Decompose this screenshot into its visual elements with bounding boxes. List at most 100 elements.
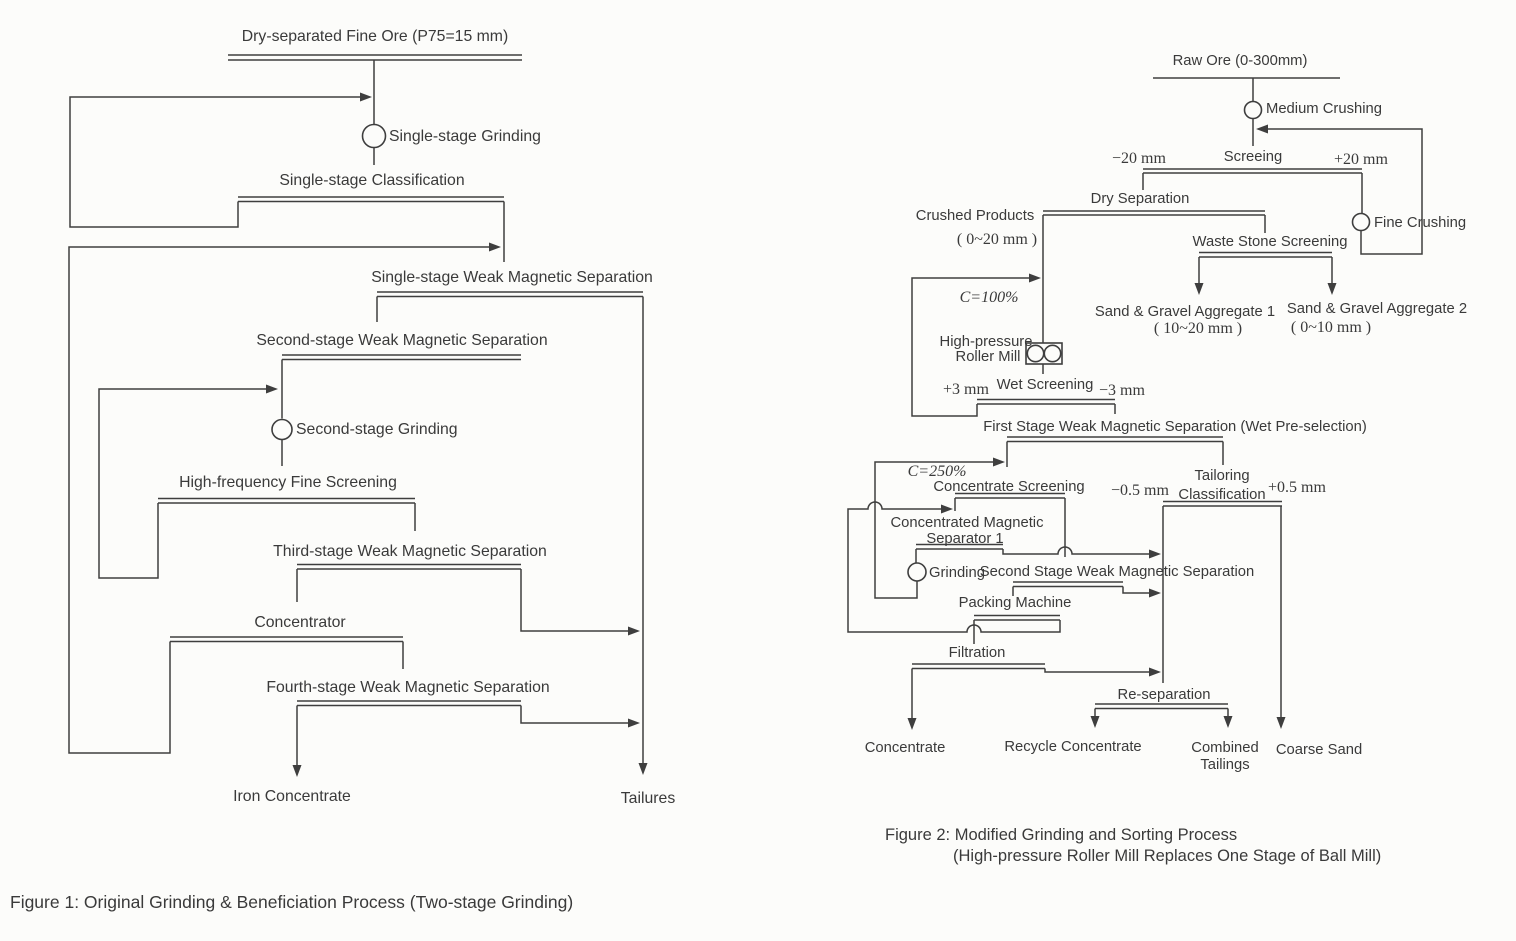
fig2-filtration-tailings-line	[1044, 668, 1149, 673]
fig2-label-cms1-line1: Concentrated Magnetic	[891, 515, 1045, 531]
fig1-caption: Figure 1: Original Grinding & Beneficiat…	[10, 892, 573, 912]
fig2-medium-crushing-mill-icon	[1243, 100, 1263, 120]
fig1-label-grinding2: Second-stage Grinding	[296, 421, 458, 438]
fig2-label-tailoring2: Classification	[1178, 487, 1265, 503]
fig2-label-screening: Screeing	[1224, 149, 1282, 165]
fig2-cms1-tailings-line	[1002, 546, 1149, 555]
fig2-label-roller-mill-1: High-pressure	[940, 334, 1033, 350]
fig1-wms4-underline	[297, 700, 521, 707]
fig2-sswms-tailings-line	[1122, 586, 1149, 594]
fig1-label-feed: Dry-separated Fine Ore (P75=15 mm)	[242, 28, 508, 45]
fig2-collector-arrowhead-3	[1149, 667, 1161, 677]
fig1-recycle-arrowhead-1	[360, 92, 372, 102]
fig2-packing-underline	[974, 614, 1060, 621]
fig2-label-coarse-sand: Coarse Sand	[1276, 742, 1362, 758]
fig2-label-aggregate2: Sand & Gravel Aggregate 2	[1287, 301, 1467, 317]
fig2-fine-crushing-return-line	[1268, 128, 1423, 255]
fig1-classification-recycle-line	[69, 96, 360, 228]
fig2-recycle-concentrate-arrowhead	[1090, 716, 1100, 728]
fig2-label-cms1-line2: Separator 1	[926, 531, 1003, 547]
fig1-label-wms4: Fourth-stage Weak Magnetic Separation	[266, 679, 549, 696]
fig1-label-concentrator: Concentrator	[254, 614, 345, 631]
fig1-wms2-underline	[282, 354, 521, 361]
fig2-label-combined1: Combined	[1191, 740, 1258, 756]
fig2-label-dry-separation: Dry Separation	[1091, 191, 1190, 207]
fig2-roller-mill-recycle-line	[911, 277, 1029, 417]
figure1-diagram: Dry-separated Fine Ore (P75=15 mm) Singl…	[10, 28, 675, 912]
fig2-c100-arrowhead	[1029, 273, 1041, 283]
fig1-label-classification: Single-stage Classification	[279, 172, 464, 189]
fig2-label-crushed-size: ( 0~20 mm )	[957, 231, 1037, 248]
fig2-concentrate-screening-underline	[955, 492, 1065, 499]
fig2-label-combined2: Tailings	[1200, 757, 1249, 773]
fig1-label-grinding1: Single-stage Grinding	[389, 128, 541, 145]
fig2-roller-mill-roll2-icon	[1043, 344, 1062, 363]
fig2-grinding-recycle-line	[874, 461, 993, 599]
fig2-combined-tailings-arrowhead	[1223, 716, 1233, 728]
fig2-label-fine-crushing: Fine Crushing	[1374, 215, 1466, 231]
fig2-label-c250: C=250%	[908, 463, 967, 480]
fig2-caption-line2: (High-pressure Roller Mill Replaces One …	[953, 847, 1381, 865]
fig1-recycle-arrowhead-2	[489, 242, 501, 252]
fig1-fine-screening-underline	[158, 497, 415, 504]
fig2-coarse-sand-arrowhead	[1276, 717, 1286, 729]
fig2-sswms-underline	[1013, 581, 1123, 588]
fig1-wms4-tailings-line	[520, 705, 628, 724]
fig1-grinding2-mill-icon	[271, 418, 293, 441]
fig1-label-tailings: Tailures	[621, 790, 676, 807]
fig2-label-recycle-concentrate: Recycle Concentrate	[1004, 739, 1141, 755]
fig2-label-reseparation: Re-separation	[1118, 687, 1211, 703]
fig1-concentrator-underline	[170, 636, 403, 643]
fig1-tailings-arrowhead-3	[628, 718, 640, 728]
fig2-label-minus3: −3 mm	[1099, 382, 1145, 399]
fig1-tailings-arrowhead-2	[628, 626, 640, 636]
fig2-label-tailoring1: Tailoring	[1194, 468, 1249, 484]
fig2-fine-crushing-mill-icon	[1351, 212, 1371, 232]
figure2-diagram: Raw Ore (0-300mm) Medium Crushing Screei…	[847, 53, 1467, 865]
fig2-label-plus3: +3 mm	[943, 381, 989, 398]
fig1-iron-concentrate-arrowhead	[292, 765, 302, 777]
fig2-screening-underline	[1143, 168, 1362, 174]
fig2-label-minus20: −20 mm	[1112, 150, 1166, 167]
fig2-label-packing: Packing Machine	[959, 595, 1072, 611]
fig2-packing-return-line	[847, 501, 1061, 633]
fig2-label-fswms: First Stage Weak Magnetic Separation (We…	[983, 419, 1367, 435]
fig2-label-wet-screening: Wet Screening	[997, 377, 1094, 393]
fig2-label-aggregate1-size: ( 10~20 mm )	[1154, 320, 1242, 337]
fig2-wet-screening-underline	[977, 398, 1115, 405]
fig2-label-aggregate1: Sand & Gravel Aggregate 1	[1095, 304, 1275, 320]
fig2-label-plus20: +20 mm	[1334, 151, 1388, 168]
fig2-filtration-underline	[912, 663, 1045, 670]
fig1-wms1-underline	[377, 291, 643, 298]
fig1-grinding1-mill-icon	[361, 123, 387, 149]
fig2-concentrate-arrowhead	[907, 718, 917, 730]
fig2-aggregate2-arrowhead	[1327, 283, 1337, 295]
fig2-caption-line1: Figure 2: Modified Grinding and Sorting …	[885, 826, 1237, 844]
fig2-label-minus05: −0.5 mm	[1111, 482, 1169, 499]
fig1-wms3-tailings-line	[520, 569, 628, 632]
fig1-feed-underline	[228, 54, 522, 61]
fig2-label-grinding: Grinding	[929, 565, 985, 581]
fig1-concentrator-recycle-line	[68, 246, 489, 754]
fig2-label-crushed-products: Crushed Products	[916, 208, 1034, 224]
fig2-reseparation-underline	[1095, 703, 1228, 710]
fig2-label-concentrate-screening: Concentrate Screening	[933, 479, 1084, 495]
fig2-tailoring-underline	[1163, 500, 1282, 507]
fig2-label-waste-stone: Waste Stone Screening	[1193, 234, 1348, 250]
fig2-collector-arrowhead-1	[1149, 549, 1161, 559]
fig1-label-wms1: Single-stage Weak Magnetic Separation	[371, 269, 653, 286]
fig1-wms3-underline	[297, 563, 521, 570]
fig2-collector-arrowhead-2	[1149, 588, 1161, 598]
fig2-cms1-underline	[916, 543, 1003, 550]
fig2-label-concentrate: Concentrate	[865, 740, 946, 756]
fig1-screening-recycle-line	[98, 388, 266, 579]
fig2-label-roller-mill-2: Roller Mill	[956, 349, 1021, 365]
fig2-fswms-underline	[1007, 436, 1223, 443]
fig2-label-plus05: +0.5 mm	[1268, 479, 1326, 496]
fig1-label-wms3: Third-stage Weak Magnetic Separation	[273, 543, 547, 560]
fig2-label-medium-crushing: Medium Crushing	[1266, 101, 1382, 117]
fig1-label-iron-concentrate: Iron Concentrate	[233, 788, 351, 805]
fig2-packing-return-arrowhead	[941, 504, 953, 514]
